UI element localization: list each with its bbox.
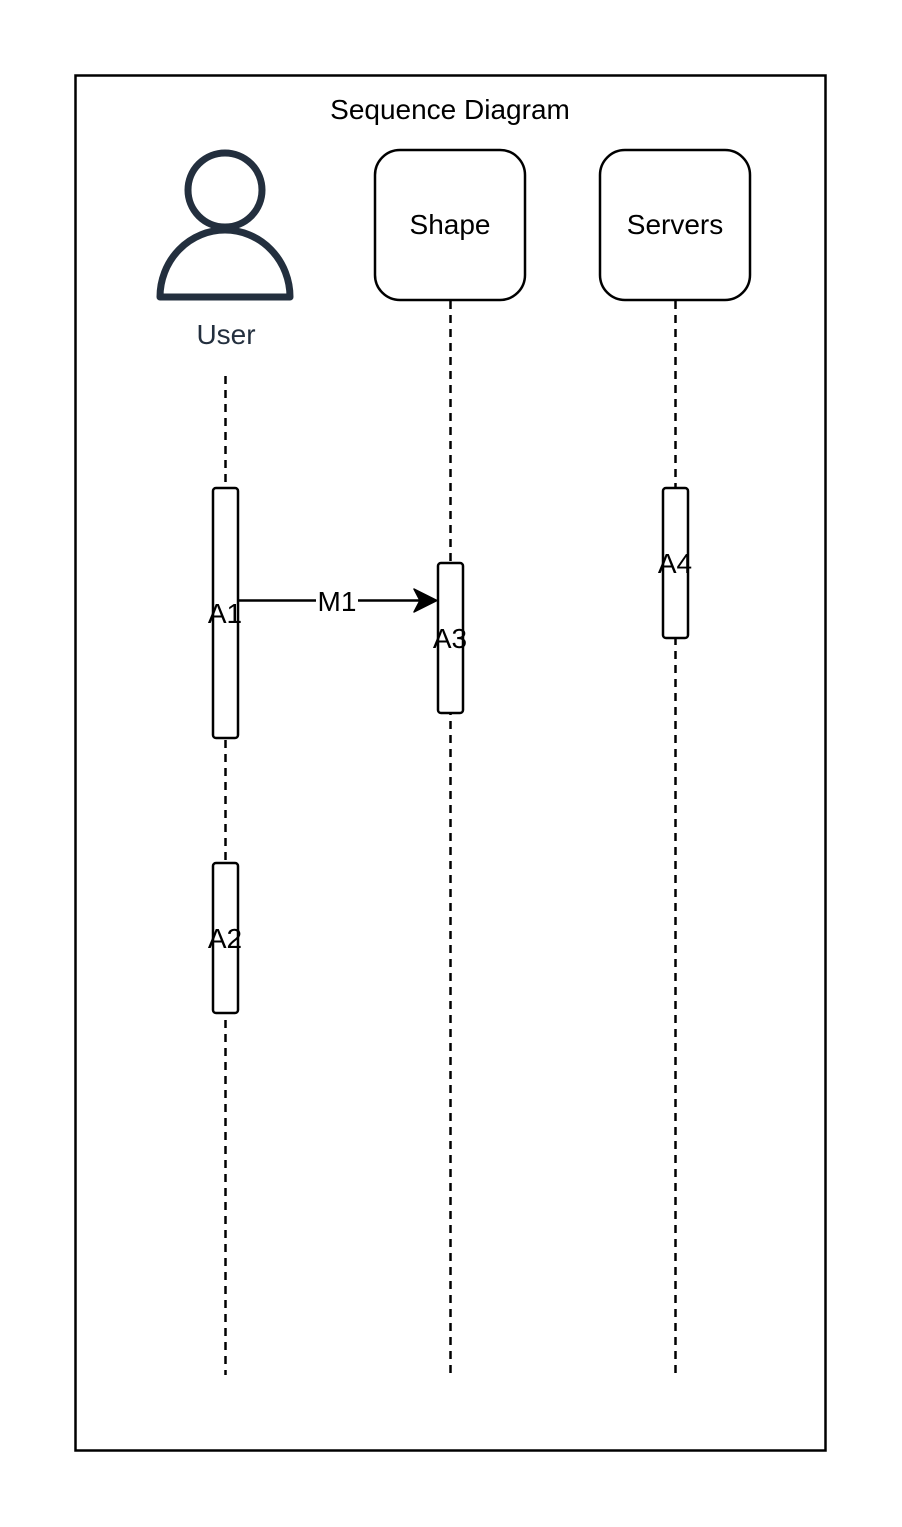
participant-shape-label: Shape (410, 209, 491, 240)
activation-a4-label: A4 (658, 548, 692, 579)
user-icon (156, 149, 294, 301)
activation-a4[interactable]: A4 (658, 486, 692, 640)
arrowhead-icon (413, 588, 438, 613)
message-m1-label: M1 (318, 586, 357, 617)
activation-a2[interactable]: A2 (208, 861, 242, 1015)
activation-a2-label: A2 (208, 923, 242, 954)
participant-servers-label: Servers (627, 209, 723, 240)
participant-shape-box (373, 148, 527, 302)
message-m1[interactable]: M1 (238, 585, 438, 617)
participant-shape[interactable]: Shape (373, 148, 527, 302)
activation-a3-label: A3 (433, 623, 467, 654)
participant-user-label: User (196, 319, 255, 350)
participant-servers[interactable]: Servers (598, 148, 752, 302)
activation-a3[interactable]: A3 (433, 561, 467, 715)
message-m1-label-bg (316, 585, 358, 617)
participant-servers-box (598, 148, 752, 302)
diagram-title: Sequence Diagram (330, 94, 570, 125)
activation-a1-label: A1 (208, 598, 242, 629)
participant-user[interactable]: User (156, 149, 294, 350)
activation-a1[interactable]: A1 (208, 486, 242, 740)
